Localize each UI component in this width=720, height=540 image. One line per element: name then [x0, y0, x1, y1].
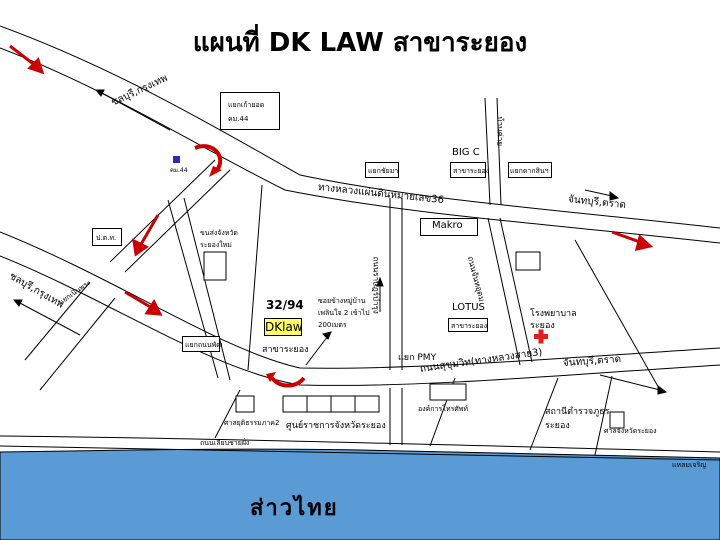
sukhumvit-north [0, 231, 720, 369]
km44-label: คม.44 [170, 167, 188, 174]
provincial-court-label: ศาลจังหวัดระยอง [604, 427, 657, 435]
pt-box [92, 228, 122, 246]
taksin-junction-label: แยกตากสินฯ [510, 167, 549, 175]
police-sub-label: คม.44 [228, 115, 249, 123]
bigc-sign-box [450, 162, 486, 178]
beach-road-label: ถนนเลียบชายฝั่ง [200, 439, 250, 447]
police-label: แยกเก้ายอด [228, 101, 265, 109]
uturn-arrowhead-top [209, 166, 222, 177]
road-v9 [574, 239, 661, 391]
yaek-label: แยกถนนพัฒ [185, 341, 223, 349]
connector-road-1a [109, 159, 216, 263]
highway-36-south [0, 47, 720, 244]
uturn-arrow-bottom [270, 376, 306, 388]
road-v3-b [496, 97, 502, 206]
road-label-raj-bamrung: ถนนราษฎร์บำรุง [371, 256, 381, 314]
makro-box [420, 218, 478, 236]
road-v6 [529, 377, 559, 451]
hospital-cross [534, 329, 548, 344]
bigc-junction-label: แยกชัยมา [368, 167, 399, 175]
road-v10 [39, 297, 116, 391]
city-hall-label: ศูนย์ราชการจังหวัดระยอง [286, 421, 386, 431]
telephone-org-label: องค์การโทรศัพท์ [418, 405, 469, 413]
bigc-junction-box [365, 162, 399, 178]
road-v4-b [499, 217, 533, 363]
bigc-sign-label: สาขาระยอง [453, 167, 490, 175]
connector-road-2b [183, 197, 231, 381]
black-arrows [12, 89, 668, 395]
page-title: แผนที่ DK LAW สาขาระยอง [192, 28, 528, 58]
dk-law-office[interactable]: DKlaw [264, 318, 303, 336]
road-v1 [247, 184, 263, 371]
lotus-sign-box [448, 318, 488, 332]
taksin-junction-box [508, 162, 552, 178]
makro-label: Makro [432, 220, 463, 231]
direction-arrows [9, 44, 654, 316]
pt-label: ป.ต.ท. [96, 234, 117, 242]
road-v4 [487, 217, 521, 366]
highway-36-north [0, 25, 720, 229]
beach-road [0, 435, 720, 453]
road-v7 [594, 375, 613, 456]
dk-address-number: 32/94 [266, 298, 304, 312]
hospital-label: โรงพยาบาล [530, 309, 577, 319]
laem-charoen-label: แหลมเจริญ [672, 461, 707, 469]
sukhumvit-south [0, 255, 720, 386]
soi-note-1: ซอยข้างหมู่บ้าน [318, 297, 366, 305]
connector-road-1b [124, 169, 231, 273]
bus-terminal-label: ขนส่งจังหวัด [200, 229, 238, 237]
lotus-label: LOTUS [452, 302, 485, 313]
bigc-label: BIG C [452, 147, 480, 158]
police-box [220, 92, 280, 130]
dk-branch-label: สาขาระยอง [262, 345, 309, 355]
lotus-sub-label: สาขาระยอง [451, 322, 488, 330]
soi-note-3: 200เมตร [318, 321, 347, 329]
gulf-of-thailand-label: ส่าวไทย [250, 495, 339, 521]
uturn-arrowhead-bottom [266, 372, 276, 382]
soi-note-2: เพลินใจ 2 เข้าไป [318, 309, 370, 317]
police-station-label: สถานีตำรวจภูธร [545, 407, 610, 417]
road-v11 [24, 281, 91, 361]
police-station-sub-label: ระยอง [545, 421, 570, 431]
yaek-box [182, 336, 220, 352]
hospital-sub-label: ระยอง [530, 321, 555, 331]
pmy-label: แยก PMY [398, 353, 437, 363]
km44-marker [173, 156, 180, 163]
bus-terminal-sub-label: ระยองใหม่ [200, 241, 232, 249]
road-label-ban-chang: บ้านค่าย [495, 116, 505, 147]
buildings [203, 251, 625, 429]
sea-area [0, 448, 720, 540]
road-v3 [484, 97, 491, 206]
court-label: ศาลยุติธรรมภาค2 [224, 419, 280, 427]
